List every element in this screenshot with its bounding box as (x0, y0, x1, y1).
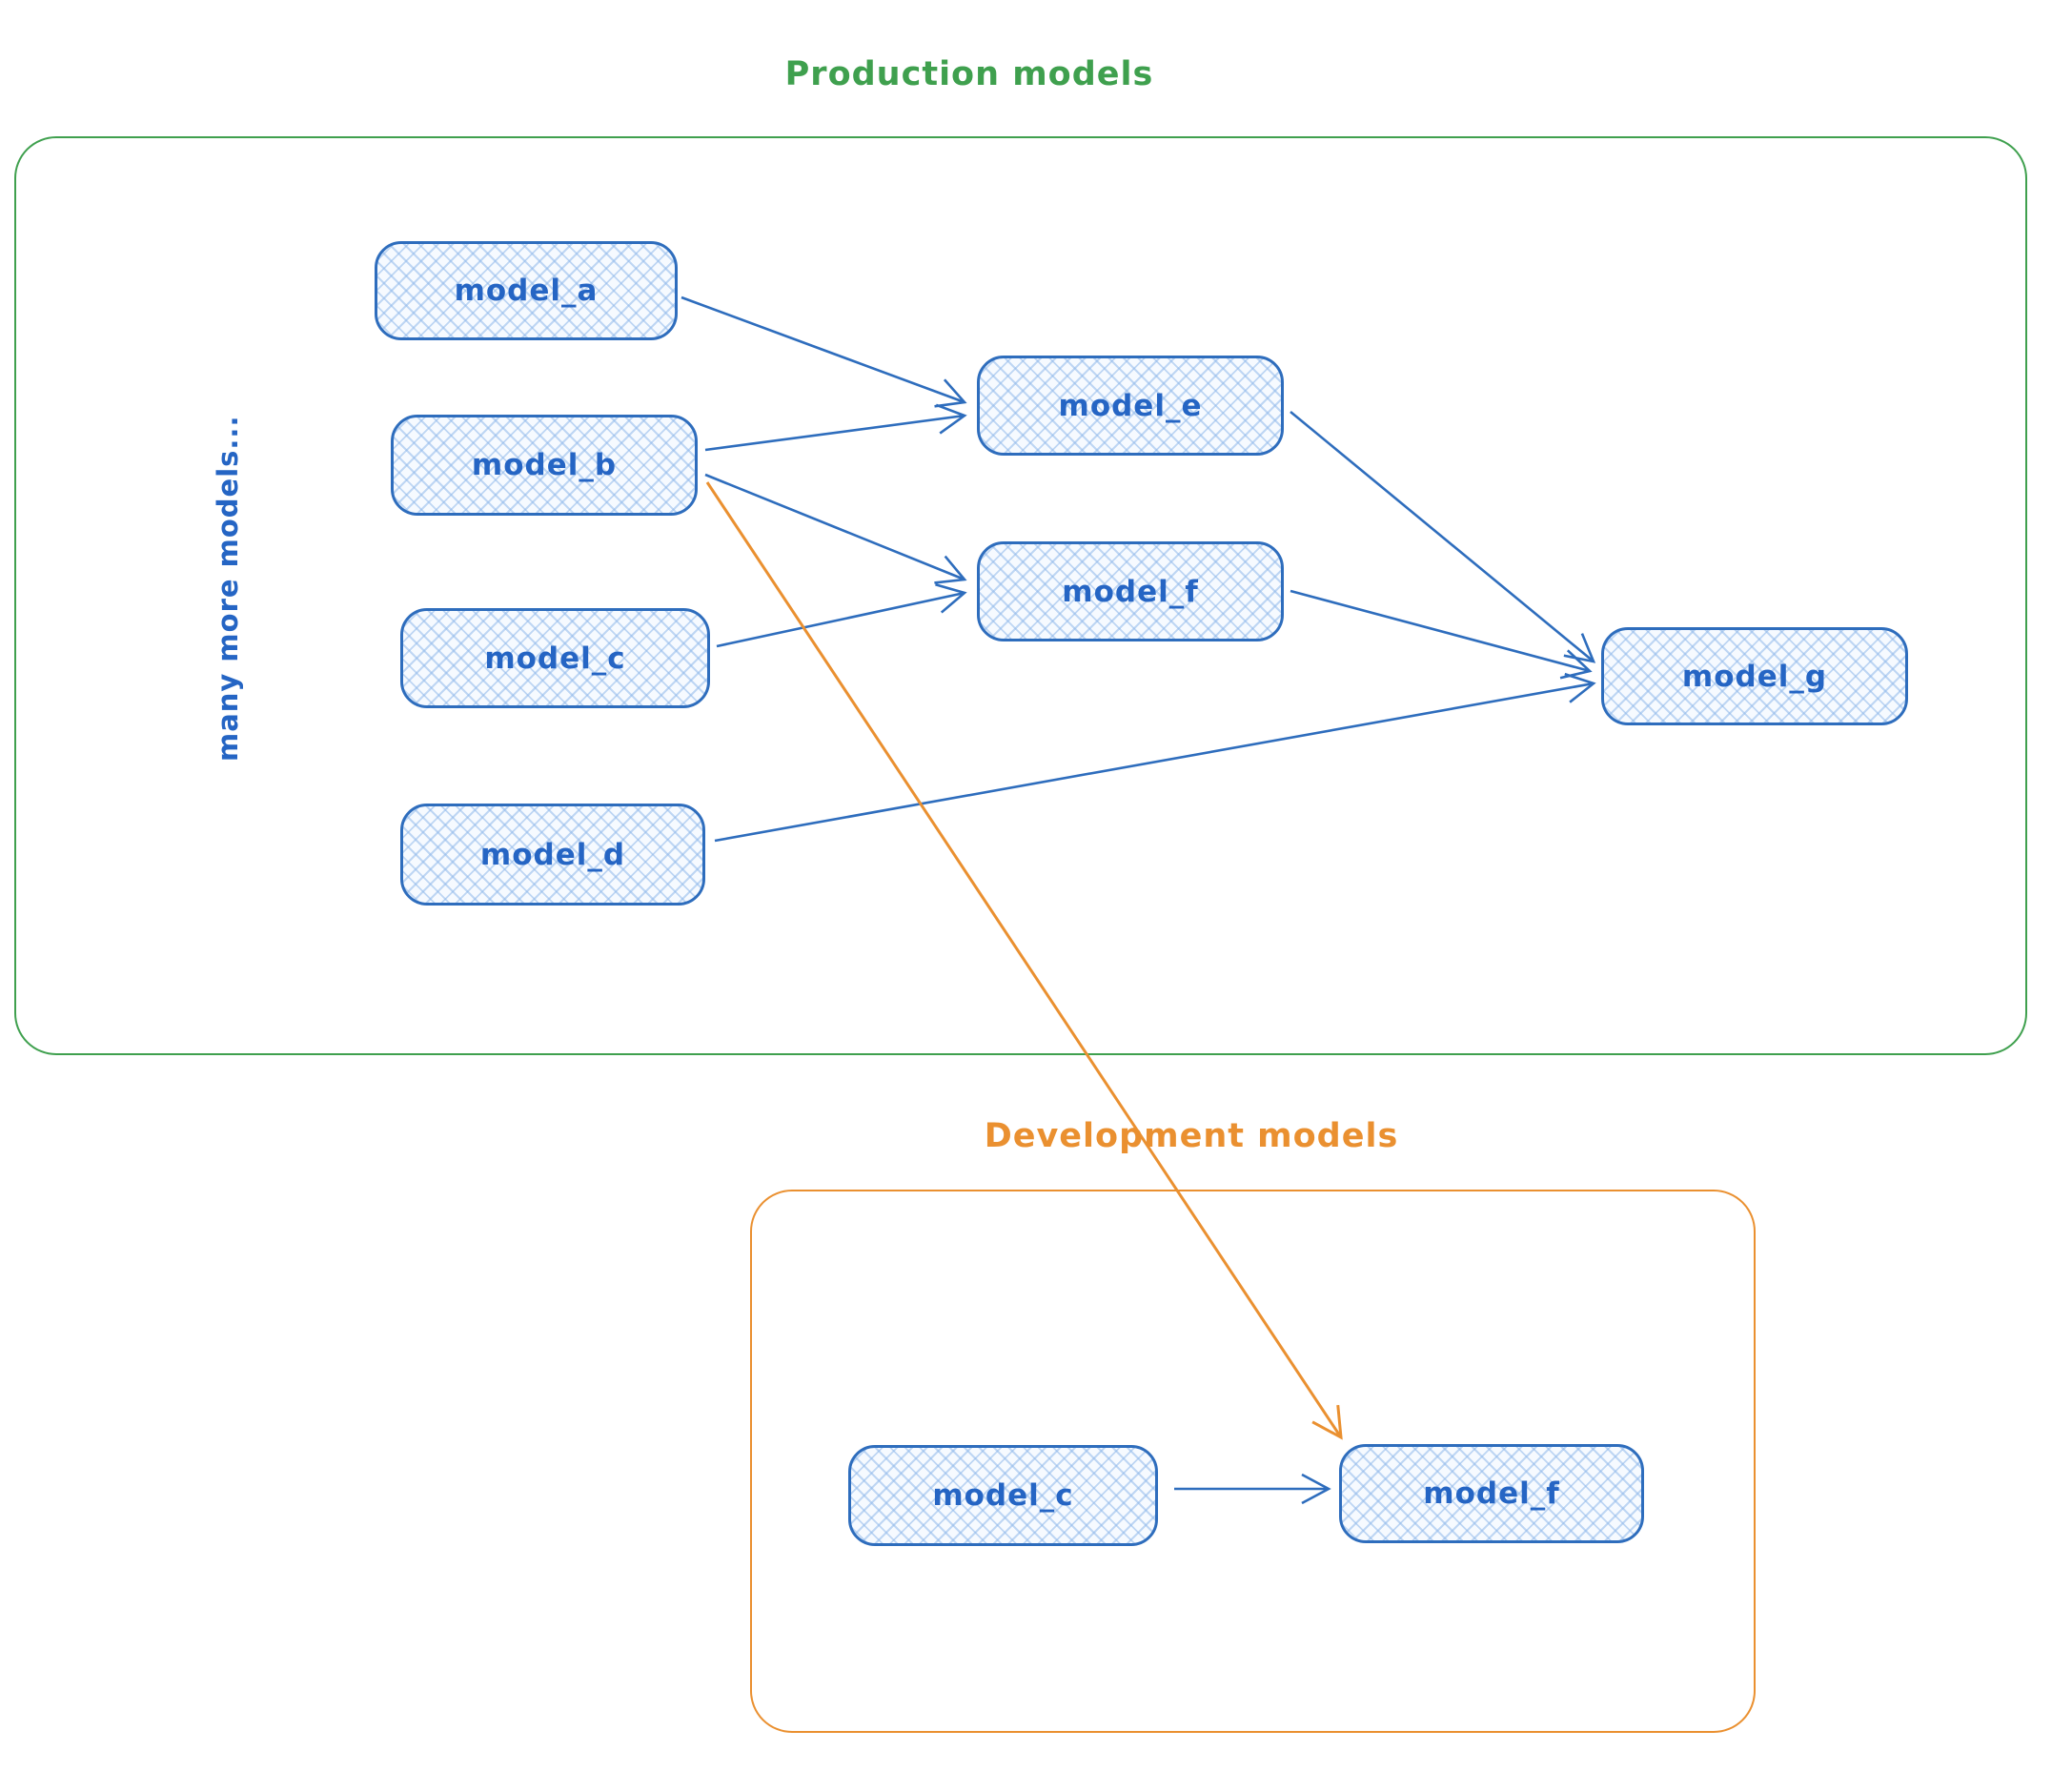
edge-model_b-model_e[interactable] (704, 403, 967, 452)
edge-model_d-model_g[interactable] (714, 672, 1596, 843)
node-model-d-label: model_d (479, 837, 626, 872)
node-dev-model-f[interactable]: model_f (1339, 1444, 1644, 1543)
node-model-e[interactable]: model_e (977, 356, 1284, 456)
node-dev-model-c[interactable]: model_c (848, 1445, 1158, 1546)
many-more-models-note[interactable]: many more models... (212, 415, 244, 762)
production-frame[interactable] (14, 136, 2027, 1055)
node-model-a-label: model_a (454, 274, 599, 308)
development-frame-title[interactable]: Development models (984, 1117, 1399, 1155)
production-frame-title[interactable]: Production models (784, 55, 1154, 93)
node-model-d[interactable]: model_d (400, 804, 705, 906)
node-model-b-label: model_b (471, 448, 618, 482)
edge-model_e-model_g[interactable] (1290, 410, 1596, 663)
node-model-a[interactable]: model_a (375, 241, 678, 340)
edge-model_a-model_e[interactable] (681, 295, 967, 408)
edge-model_b-development-model_f[interactable] (705, 481, 1343, 1440)
development-frame[interactable] (750, 1190, 1756, 1733)
node-model-g-label: model_g (1681, 659, 1828, 694)
node-model-b[interactable]: model_b (391, 415, 698, 516)
edge-model_c-model_f[interactable] (716, 582, 967, 648)
node-model-f-label: model_f (1062, 574, 1199, 609)
node-dev-model-c-label: model_c (932, 1478, 1074, 1513)
edge-model_f-model_g[interactable] (1290, 589, 1593, 680)
node-model-f[interactable]: model_f (977, 541, 1284, 641)
node-dev-model-f-label: model_f (1423, 1476, 1560, 1511)
edge-model_b-model_f[interactable] (704, 473, 967, 584)
node-model-c-label: model_c (484, 641, 626, 676)
node-model-c[interactable]: model_c (400, 608, 710, 708)
node-model-e-label: model_e (1058, 388, 1203, 423)
node-model-g[interactable]: model_g (1601, 627, 1908, 725)
